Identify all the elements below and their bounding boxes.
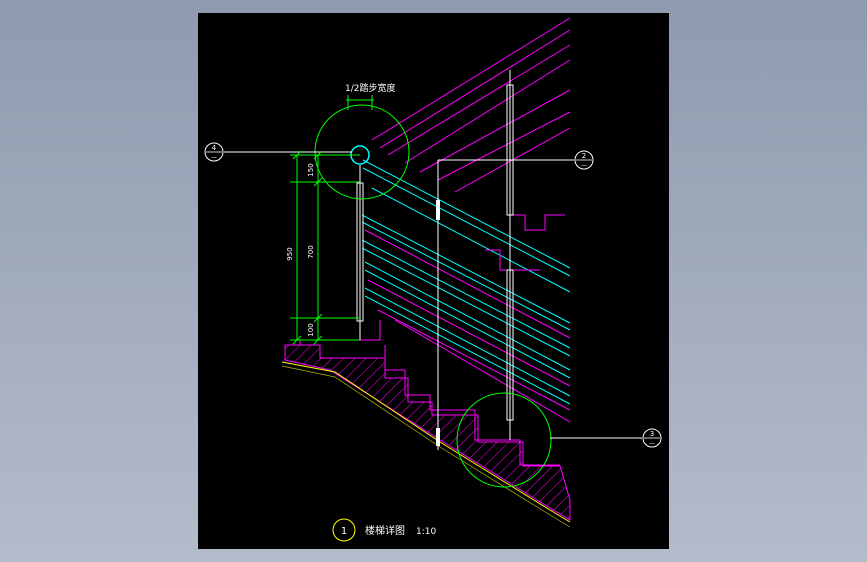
callout-3-sheet: — <box>649 440 655 447</box>
handrail <box>361 159 571 405</box>
callout-2-number: 2 <box>582 152 586 160</box>
concrete-slab <box>284 344 571 521</box>
callout-3-number: 3 <box>650 430 654 438</box>
callout-3[interactable]: 3 — <box>642 428 662 448</box>
half-tread-label: 1/2踏步宽度 <box>345 82 396 94</box>
drawing-title-block: 1 楼梯详图 1:10 <box>332 518 436 542</box>
baluster-middle <box>436 160 440 450</box>
detail-number: 1 <box>341 526 347 537</box>
callout-2-sheet: — <box>581 162 587 169</box>
dim-middle-segment: 700 <box>307 245 315 258</box>
drawing-title: 楼梯详图 <box>365 524 405 537</box>
dimension-lines <box>290 95 374 345</box>
detail-circle-bottom <box>456 392 552 488</box>
baluster-left <box>356 165 364 340</box>
drawing-scale: 1:10 <box>416 527 436 537</box>
lower-diagonal-lines <box>364 229 571 423</box>
detail-number-circle <box>332 518 356 542</box>
dim-bottom-segment: 100 <box>307 323 315 336</box>
baluster-right <box>506 70 514 440</box>
dim-overall: 950 <box>286 247 294 260</box>
callout-4-sheet: — <box>211 154 217 161</box>
upper-diagonal-lines <box>371 17 571 193</box>
leader-lines <box>224 151 642 439</box>
callout-2[interactable]: 2 — <box>574 150 594 170</box>
ground-line <box>281 361 571 523</box>
callout-4[interactable]: 4 — <box>204 142 224 162</box>
dim-top-segment: 150 <box>307 163 315 176</box>
callout-4-number: 4 <box>212 144 217 152</box>
